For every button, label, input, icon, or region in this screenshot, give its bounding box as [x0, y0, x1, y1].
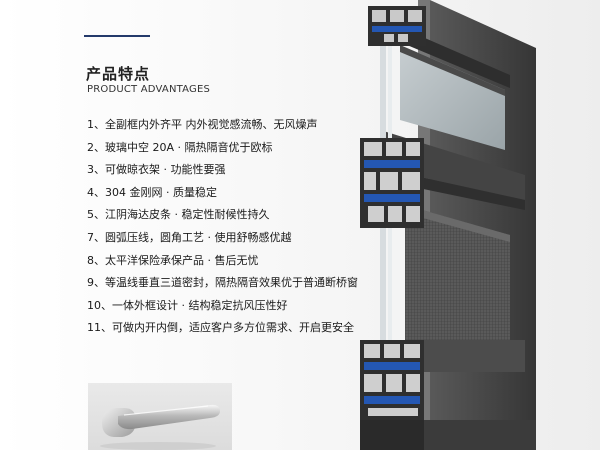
section-title-cn: 产品特点 [86, 65, 151, 83]
glass-pane-icon [400, 45, 505, 150]
feature-item: 8、太平洋保险承保产品 · 售后无忧 [87, 253, 259, 267]
feature-item: 2、玻璃中空 20A · 隔热隔音优于欧标 [87, 140, 273, 154]
feature-item: 3、可做晾衣架 · 功能性要强 [87, 163, 226, 177]
feature-list: 1、全副框内外齐平 内外视觉感流畅、无风燥声 2、玻璃中空 20A · 隔热隔音… [87, 114, 507, 340]
handle-image [100, 404, 220, 450]
handle-photo [88, 383, 232, 450]
feature-item: 4、304 金刚网 · 质量稳定 [87, 185, 217, 199]
profile-section-bottom [360, 340, 424, 420]
accent-rule [84, 35, 150, 37]
feature-item: 9、等温线垂直三道密封，隔热隔音效果优于普通断桥窗 [87, 276, 358, 290]
feature-item: 10、一体外框设计 · 结构稳定抗风压性好 [87, 298, 288, 312]
feature-item: 1、全副框内外齐平 内外视觉感流畅、无风燥声 [87, 118, 318, 131]
profile-section-middle [360, 138, 424, 228]
mesh-screen-icon [405, 205, 510, 340]
section-title-en: PRODUCT ADVANTAGES [87, 84, 211, 95]
profile-section-top [368, 6, 426, 46]
feature-item: 11、可做内开内倒，适应客户多方位需求、开启更安全 [87, 321, 354, 335]
feature-item: 5、江阴海达皮条 · 稳定性耐候性持久 [87, 208, 270, 222]
feature-item: 7、圆弧压线，圆角工艺 · 使用舒畅感优越 [87, 230, 292, 244]
